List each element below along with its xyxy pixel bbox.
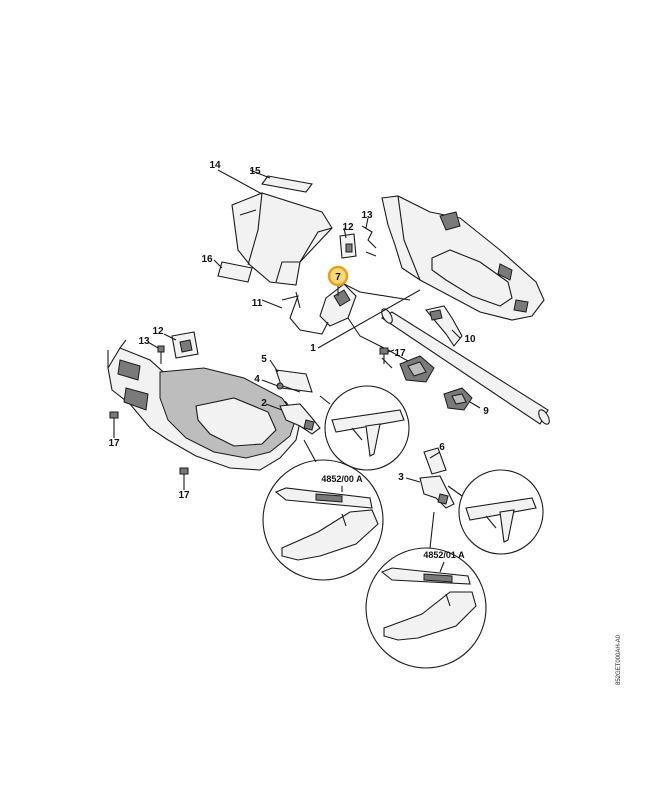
callout-1: 1 xyxy=(310,343,316,354)
label-strip-15 xyxy=(261,175,313,193)
callout-5: 5 xyxy=(261,354,267,365)
rear-handle xyxy=(381,195,545,321)
callout-4: 4 xyxy=(254,374,260,385)
connector-8 xyxy=(399,355,435,383)
leader-lines xyxy=(113,169,481,573)
detail-circle-5 xyxy=(319,385,410,471)
callout-14: 14 xyxy=(209,160,221,171)
callout-2: 2 xyxy=(261,398,267,409)
callout-17-bottom: 17 xyxy=(178,490,190,501)
clip-10 xyxy=(424,305,463,347)
trigger-2 xyxy=(279,403,321,435)
callout-15: 15 xyxy=(249,166,261,177)
detail-circle-6 xyxy=(447,469,544,555)
spring-13-top xyxy=(361,225,377,257)
callout-17-mid: 17 xyxy=(394,348,406,359)
screw-13-left xyxy=(157,345,165,364)
bracket-12-left xyxy=(171,331,199,359)
detail-circle-tool-a xyxy=(262,439,384,581)
tube-1 xyxy=(380,308,550,425)
switch-bracket-12-top xyxy=(339,233,357,259)
wire-11 xyxy=(281,291,329,335)
drawing-code: 852GET000AH-A0 xyxy=(616,634,622,685)
connector-9 xyxy=(443,387,473,411)
callout-12-left: 12 xyxy=(152,326,164,337)
callout-13-top: 13 xyxy=(361,210,373,221)
callout-16: 16 xyxy=(201,254,213,265)
callout-11: 11 xyxy=(252,298,263,309)
callout-12-top: 12 xyxy=(342,222,354,233)
callout-13-left: 13 xyxy=(138,336,150,347)
screw-17-left xyxy=(109,411,119,432)
callout-10: 10 xyxy=(464,334,476,345)
tool-4852-01-a: 4852/01 A xyxy=(423,550,465,560)
trigger-cover-6 xyxy=(423,447,447,475)
callout-9: 9 xyxy=(483,406,489,417)
detail-circle-tool-b xyxy=(365,511,487,669)
trigger-3 xyxy=(419,475,455,509)
callout-7: 7 xyxy=(335,272,341,283)
motor-housing xyxy=(107,339,301,471)
screw-17-mid xyxy=(379,347,389,364)
tool-4852-00-a: 4852/00 A xyxy=(321,474,363,484)
callout-7-highlight xyxy=(327,265,349,287)
callout-6: 6 xyxy=(439,442,445,453)
label-plate-16 xyxy=(217,261,253,283)
callout-3: 3 xyxy=(398,472,404,483)
screw-17-bottom xyxy=(179,467,189,486)
switch-7 xyxy=(319,283,411,327)
callout-17-left: 17 xyxy=(108,438,120,449)
cover-shell xyxy=(231,192,333,286)
